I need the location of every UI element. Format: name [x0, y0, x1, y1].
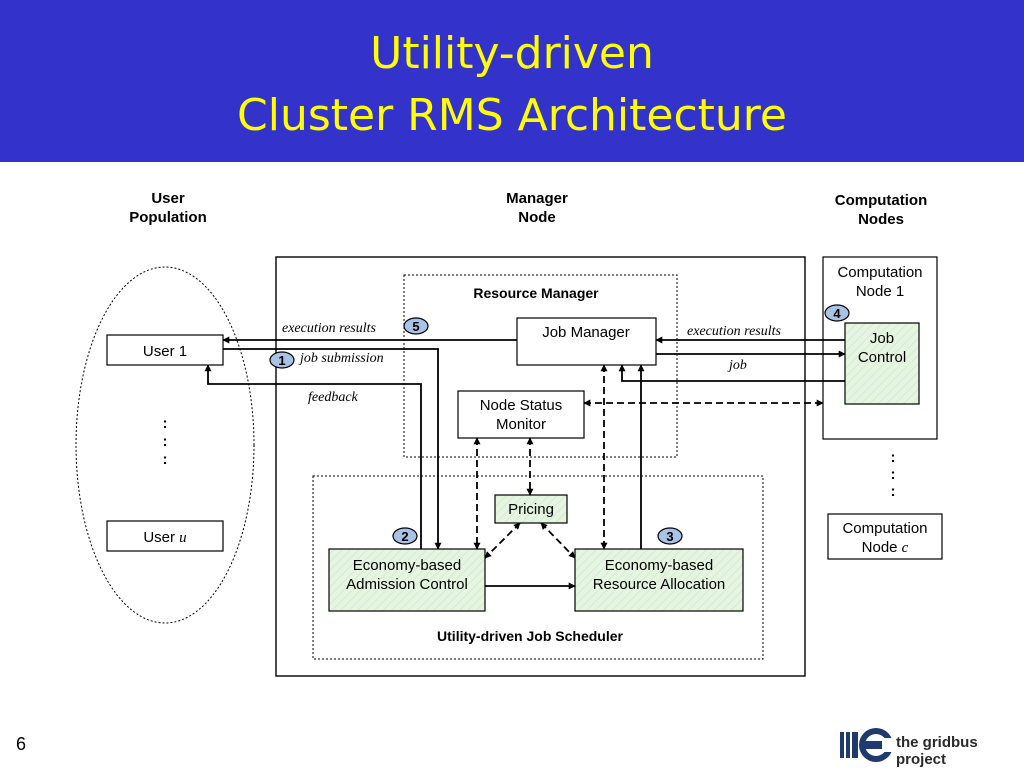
header-computation-nodes: Computation Nodes [835, 192, 927, 228]
user-u-label: User u [143, 529, 186, 546]
arrow-job-control-to-manager [618, 364, 845, 382]
resource-manager-box [403, 274, 678, 458]
step-badge-3-label: 3 [666, 529, 673, 544]
node-status-monitor-box[interactable]: Node Status Monitor [457, 390, 585, 439]
user-ellipsis-2: : [163, 433, 168, 450]
label-execution-results-user: execution results [282, 321, 377, 336]
step-badge-4: 4 [824, 304, 850, 322]
slide-number: 6 [16, 734, 27, 754]
user-1-label: User 1 [143, 343, 187, 360]
gridbus-logo [840, 728, 894, 762]
step-badge-4-label: 4 [833, 306, 841, 321]
computation-node-c-prefix: Node [862, 539, 898, 556]
label-job: job [727, 358, 747, 373]
arrow-job-submission [223, 348, 442, 550]
computation-node-1-line1: Computation [837, 264, 922, 281]
node-ellipsis: : : : [891, 449, 896, 500]
user-ellipsis: : : : [163, 415, 168, 468]
label-execution-results-node: execution results [687, 324, 782, 339]
step-badge-3: 3 [657, 527, 683, 545]
arrow-pricing-to-admission [484, 522, 521, 559]
header-user-population: User Population [129, 190, 207, 226]
step-badge-2-label: 2 [401, 529, 408, 544]
step-badge-5: 5 [403, 317, 429, 335]
job-manager-box[interactable]: Job Manager [516, 317, 657, 366]
job-control-line2: Control [858, 349, 906, 366]
user-ellipsis-1: : [163, 415, 168, 432]
user-u-box[interactable]: User u [106, 520, 224, 552]
resource-allocation-line2: Resource Allocation [593, 576, 726, 593]
resource-manager-label: Resource Manager [473, 285, 599, 301]
step-badge-1: 1 [269, 351, 295, 369]
header-user-population-line2: Population [129, 209, 207, 226]
slide-title-line-1: Utility-driven [370, 28, 654, 79]
node-status-monitor-line1: Node Status [480, 397, 563, 414]
manager-node-box [275, 256, 806, 677]
user-u-prefix: User [143, 529, 175, 546]
arrow-feedback [204, 364, 422, 549]
user-1-box[interactable]: User 1 [106, 334, 224, 366]
step-badge-1-label: 1 [278, 353, 285, 368]
label-job-submission: job submission [298, 351, 384, 366]
admission-control-line1: Economy-based [353, 557, 461, 574]
job-scheduler-box [312, 475, 764, 660]
user-population-boundary [75, 266, 255, 624]
pricing-label: Pricing [508, 501, 554, 518]
computation-node-c-box[interactable]: Computation Node c [827, 513, 943, 560]
header-computation-nodes-line1: Computation [835, 192, 927, 209]
job-control-line1: Job [870, 330, 894, 347]
slide-title-line-2: Cluster RMS Architecture [237, 90, 787, 141]
gridbus-logo-icon [840, 728, 894, 762]
node-ellipsis-3: : [891, 483, 896, 500]
node-status-monitor-line2: Monitor [496, 416, 546, 433]
node-ellipsis-2: : [891, 466, 896, 483]
arrow-pricing-to-allocation [540, 522, 576, 559]
computation-node-c-var: c [902, 540, 909, 556]
job-scheduler-label: Utility-driven Job Scheduler [437, 628, 623, 644]
header-manager-node: Manager Node [506, 190, 568, 226]
node-ellipsis-1: : [891, 449, 896, 466]
header-user-population-line1: User [151, 190, 185, 207]
step-badge-2: 2 [392, 527, 418, 545]
title-banner: Utility-driven Cluster RMS Architecture [0, 0, 1024, 162]
computation-node-c-line2: Node c [862, 539, 909, 556]
gridbus-logo-text: the gridbus project [896, 734, 978, 768]
resource-allocation-box[interactable]: Economy-based Resource Allocation [574, 548, 744, 612]
resource-allocation-line1: Economy-based [605, 557, 713, 574]
computation-node-c-line1: Computation [842, 520, 927, 537]
computation-node-1-line2: Node 1 [856, 283, 904, 300]
header-manager-node-line1: Manager [506, 190, 568, 207]
user-ellipsis-3: : [163, 451, 168, 468]
pricing-box[interactable]: Pricing [494, 494, 568, 524]
admission-control-box[interactable]: Economy-based Admission Control [328, 548, 486, 612]
header-manager-node-line2: Node [518, 209, 556, 226]
header-computation-nodes-line2: Nodes [858, 211, 904, 228]
job-control-box[interactable]: Job Control [844, 322, 920, 405]
label-feedback: feedback [308, 390, 359, 405]
admission-control-line2: Admission Control [346, 576, 468, 593]
job-manager-label: Job Manager [542, 324, 630, 341]
user-u-var: u [179, 530, 187, 546]
step-badge-5-label: 5 [412, 319, 419, 334]
